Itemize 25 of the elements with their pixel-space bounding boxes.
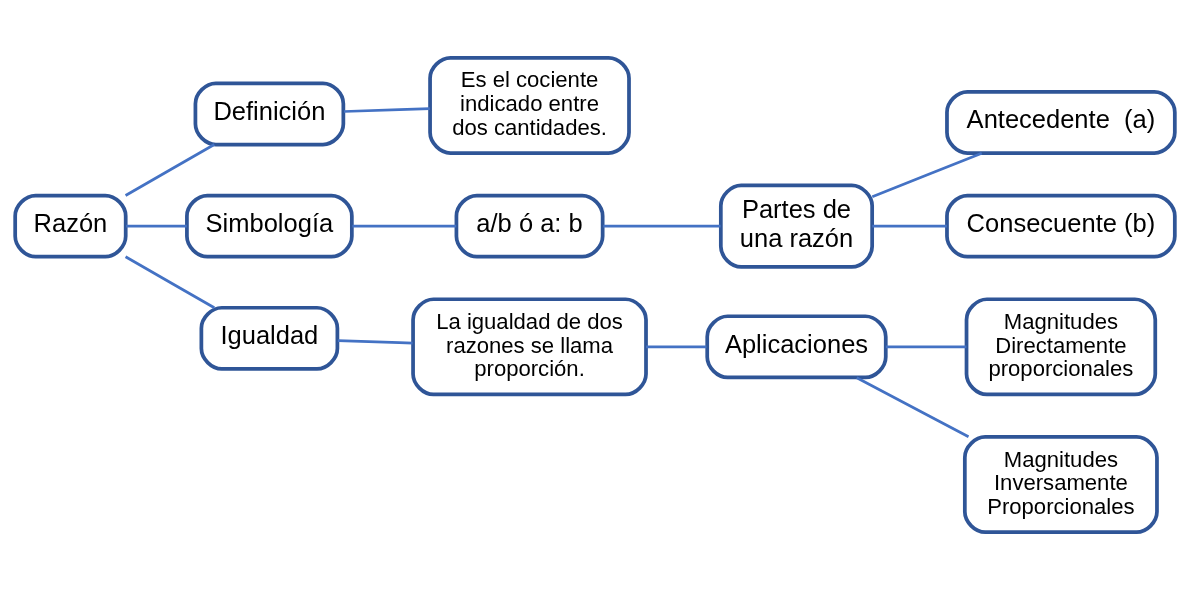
node-box: Magnitudes Inversamente Proporcionales xyxy=(962,435,1159,535)
connector xyxy=(856,376,970,438)
node-box: a/b ó a: b xyxy=(454,193,605,259)
node-box: Simbología xyxy=(185,193,354,259)
node-box: Definición xyxy=(193,81,346,147)
connector xyxy=(885,345,967,349)
connector xyxy=(603,224,721,228)
connector xyxy=(872,224,947,228)
node-box: Consecuente (b) xyxy=(945,193,1177,259)
connector xyxy=(343,107,430,113)
node-box: Aplicaciones xyxy=(705,314,888,380)
connector xyxy=(871,151,983,198)
node-box: Razón xyxy=(13,193,128,259)
connector xyxy=(352,224,457,228)
node-box: Igualdad xyxy=(199,305,340,371)
connector xyxy=(646,345,707,349)
connector xyxy=(337,339,413,345)
connector xyxy=(126,224,187,228)
node-box: Partes de una razón xyxy=(718,183,875,269)
node-box: Magnitudes Directamente proporcionales xyxy=(964,297,1158,397)
node-box: Antecedente (a) xyxy=(945,89,1177,155)
node-box: Es el cociente indicado entre dos cantidades. xyxy=(428,55,631,155)
connector xyxy=(124,255,215,309)
node-box: La igualdad de dos razones se llama proporción. xyxy=(411,297,648,397)
connector xyxy=(124,143,215,197)
